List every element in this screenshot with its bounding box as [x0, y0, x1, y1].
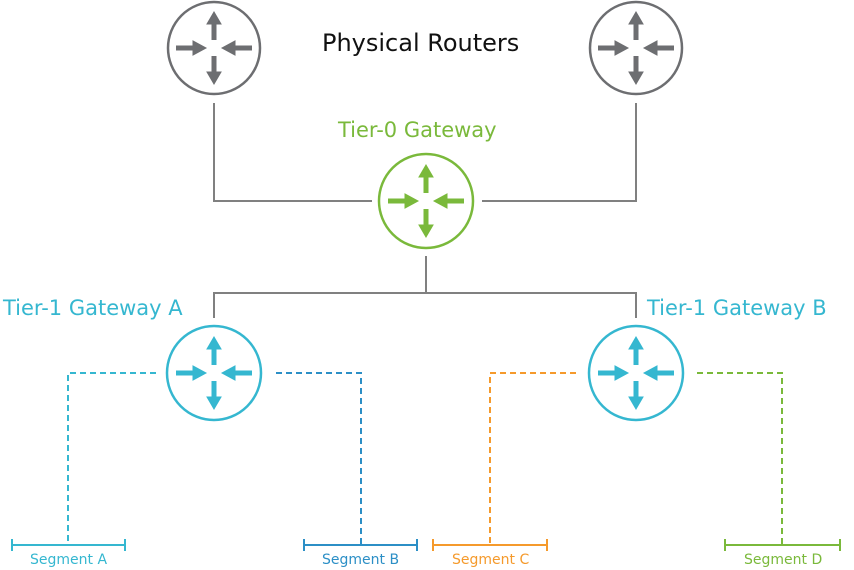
tier1-gateway-b-label: Tier-1 Gateway B [647, 296, 827, 320]
physical-router-right [588, 0, 684, 96]
segment-b-bar [303, 539, 418, 551]
segment-a-bar [11, 539, 126, 551]
uplink-right [482, 103, 637, 202]
tier1-gateway-b-router [587, 324, 685, 422]
physical-router-left [166, 0, 262, 96]
segment-d-link [697, 372, 783, 545]
segment-c-label: Segment C [452, 552, 530, 568]
segment-d-bar [724, 539, 841, 551]
segment-c-bar [432, 539, 548, 551]
uplink-left [213, 103, 372, 202]
uplink-lines [213, 103, 637, 318]
tier0-gateway-router [377, 152, 475, 250]
segment-bars [11, 539, 841, 551]
segment-b-label: Segment B [322, 552, 400, 568]
tier1-gateway-a-label: Tier-1 Gateway A [3, 296, 183, 320]
physical-routers-label: Physical Routers [322, 29, 520, 57]
tier1-bus [213, 292, 637, 318]
segment-b-link [276, 372, 362, 545]
segment-a-link [67, 372, 156, 545]
segment-c-link [489, 372, 576, 545]
segment-d-label: Segment D [744, 552, 823, 568]
tier0-gateway-label: Tier-0 Gateway [338, 118, 497, 142]
segment-links [67, 372, 783, 545]
tier1-gateway-a-router [165, 324, 263, 422]
segment-a-label: Segment A [30, 552, 108, 568]
